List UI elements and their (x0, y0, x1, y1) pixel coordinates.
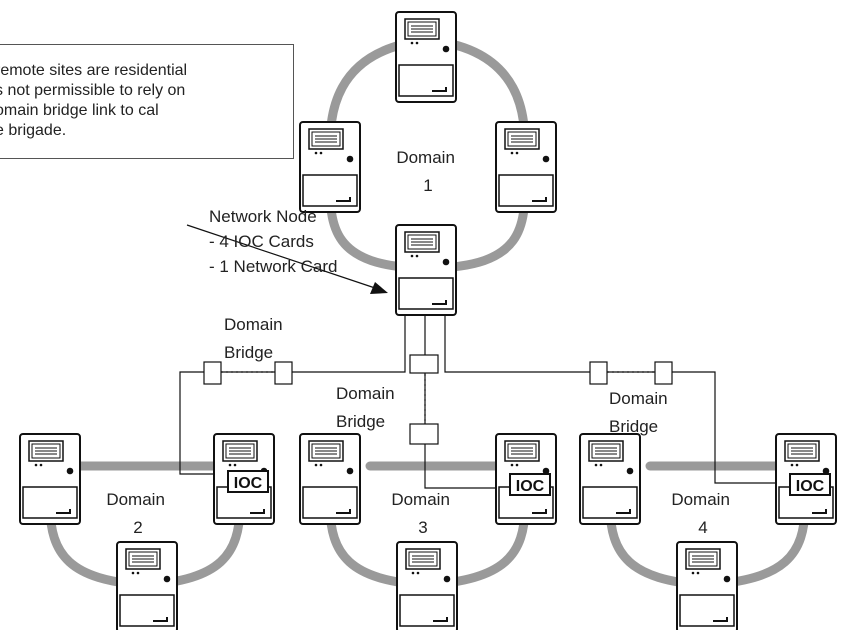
bridge-boxes (203, 354, 673, 445)
network-node-label: Network Node - 4 IOC Cards - 1 Network C… (209, 207, 337, 276)
fire-panel-right (495, 121, 557, 213)
ioc-label: IOC (796, 478, 825, 495)
bridge-label-center: Domain Bridge (336, 384, 399, 431)
ioc-label: IOC (516, 478, 545, 495)
bridge-box (409, 423, 439, 445)
note-line: remote sites are residential (0, 62, 188, 79)
domain-1-label: Domain 1 (396, 148, 459, 195)
bridge-label-left: Domain Bridge (224, 315, 287, 362)
fire-panel-top (395, 11, 457, 103)
bridge-box (203, 361, 222, 385)
note-box: remote sites are residential s not permi… (0, 44, 294, 159)
domain-2-label: Domain 2 (106, 490, 169, 537)
fire-panel-d2-bottom (116, 541, 178, 630)
bridge-box (274, 361, 293, 385)
note-line: e brigade. (0, 122, 67, 139)
ioc-label: IOC (234, 475, 263, 492)
bridge-box (654, 361, 673, 385)
domain-4-label: Domain 4 (671, 490, 734, 537)
fire-panel-d3-left (299, 433, 361, 525)
note-line: omain bridge link to cal (0, 102, 159, 119)
note-text: remote sites are residential s not permi… (0, 61, 187, 141)
domain-1-ring (325, 35, 530, 273)
bridge-dotted-links (221, 371, 655, 424)
fire-panel-d4-left (579, 433, 641, 525)
note-line: s not permissible to rely on (0, 82, 186, 99)
ioc-cards: IOC IOC IOC (227, 470, 831, 496)
bridge-label-right: Domain Bridge (609, 389, 672, 436)
fire-panel-d2-left (19, 433, 81, 525)
bridge-box (409, 354, 439, 374)
domain-3-label: Domain 3 (391, 490, 454, 537)
network-node-arrow (186, 224, 388, 294)
fire-panel-d3-bottom (396, 541, 458, 630)
network-node-panel (395, 224, 457, 316)
fire-panel-d4-bottom (676, 541, 738, 630)
fire-panel-left (299, 121, 361, 213)
bridge-box (589, 361, 608, 385)
